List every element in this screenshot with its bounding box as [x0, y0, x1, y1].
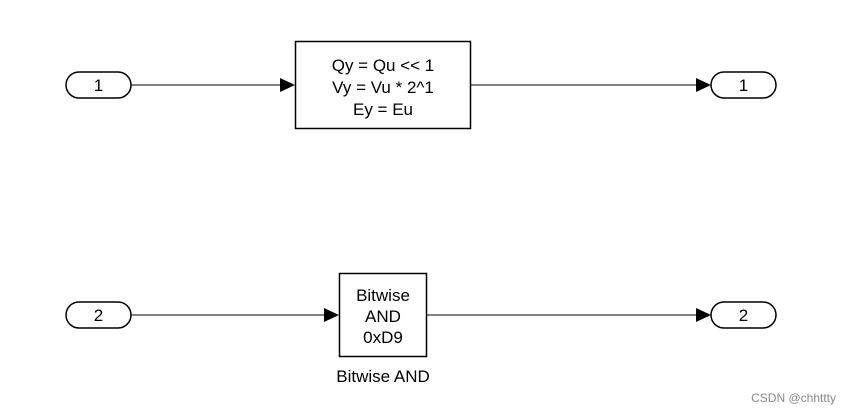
outport-1-label: 1	[739, 76, 748, 95]
watermark: CSDN @chhttty	[751, 391, 836, 405]
bitwise-block-line-3: 0xD9	[363, 328, 403, 347]
row2: 2 Bitwise AND 0xD9 Bitwise AND 2	[65, 272, 777, 386]
outport-2[interactable]: 2	[710, 301, 777, 329]
signal-line-in-2-arrowhead	[324, 308, 339, 322]
inport-2-label: 2	[94, 306, 103, 325]
signal-line-in-2[interactable]	[131, 308, 339, 322]
inport-1[interactable]: 1	[65, 71, 132, 99]
outport-1[interactable]: 1	[710, 71, 777, 99]
signal-line-out-2[interactable]	[427, 308, 711, 322]
signal-line-in-1[interactable]	[131, 78, 295, 92]
inport-2[interactable]: 2	[65, 301, 132, 329]
shift-block-line-2: Vy = Vu * 2^1	[332, 78, 434, 97]
signal-line-out-1-arrowhead	[696, 78, 711, 92]
bitwise-and-block-caption: Bitwise AND	[336, 367, 430, 386]
row1: 1 Qy = Qu << 1 Vy = Vu * 2^1 Ey = Eu 1	[65, 40, 777, 130]
shift-arithmetic-block-shape	[294, 40, 472, 130]
signal-line-out-2-arrowhead	[696, 308, 711, 322]
shift-arithmetic-block[interactable]: Qy = Qu << 1 Vy = Vu * 2^1 Ey = Eu	[294, 40, 472, 130]
bitwise-and-block-shape	[338, 272, 428, 358]
inport-1-label: 1	[94, 76, 103, 95]
outport-1-shape	[710, 71, 777, 99]
bitwise-and-block[interactable]: Bitwise AND 0xD9	[338, 272, 428, 358]
signal-line-in-1-arrowhead	[280, 78, 295, 92]
shift-block-line-1: Qy = Qu << 1	[332, 56, 435, 75]
bitwise-block-line-1: Bitwise	[356, 286, 410, 305]
outport-2-shape	[710, 301, 777, 329]
bitwise-block-line-2: AND	[365, 307, 401, 326]
outport-2-label: 2	[739, 306, 748, 325]
signal-line-out-1[interactable]	[471, 78, 711, 92]
shift-block-line-3: Ey = Eu	[353, 100, 413, 119]
